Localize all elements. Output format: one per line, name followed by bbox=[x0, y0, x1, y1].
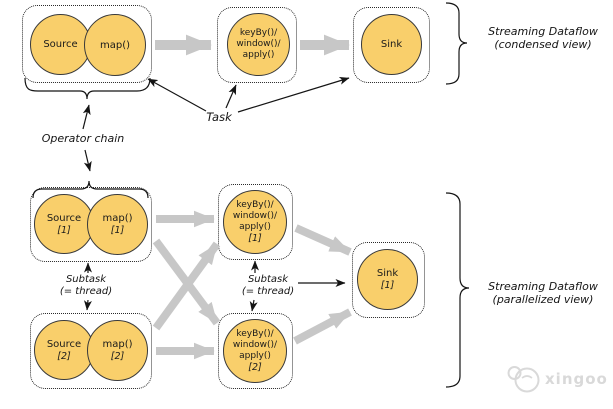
map-1-node: map() [1] bbox=[87, 194, 148, 255]
brace-condensed-view bbox=[445, 2, 468, 85]
keyby-2-label-line1: keyBy()/ bbox=[236, 328, 274, 339]
condensed-sink-node: Sink bbox=[361, 14, 422, 75]
condensed-view-label-line1: Streaming Dataflow bbox=[488, 25, 598, 38]
condensed-keyby-node: keyBy()/ window()/ apply() bbox=[227, 13, 290, 76]
keyby-2-label-line3: apply() bbox=[239, 350, 271, 361]
parallel-sink-subtask-box bbox=[352, 242, 425, 318]
map-1-label: map() bbox=[102, 213, 133, 224]
map-2-node: map() [2] bbox=[87, 320, 148, 381]
subtask1-label: Subtask (= thread) bbox=[36, 274, 136, 297]
keyby-node-label-line1: keyBy()/ bbox=[239, 28, 278, 38]
source-2-label: Source bbox=[46, 338, 82, 350]
watermark: xingoo bbox=[506, 364, 608, 394]
keyby-1-index: [1] bbox=[248, 232, 262, 244]
condensed-view-label-line2: (condensed view) bbox=[494, 37, 592, 51]
dataflow-arrow-s1-to-k2 bbox=[152, 238, 221, 326]
keyby-node-label-line2: window()/ bbox=[236, 39, 281, 49]
source-1-label: Source bbox=[46, 212, 82, 224]
task-pointer-arrow-to-keyby-box bbox=[225, 84, 237, 109]
keyby-2-index: [2] bbox=[248, 361, 262, 373]
keyby-1-label-line2: window()/ bbox=[232, 210, 278, 221]
keyby-1-label-line3: apply() bbox=[239, 221, 271, 232]
dataflow-arrow-s2-to-k1 bbox=[152, 241, 221, 331]
condensed-sink-task-box bbox=[353, 7, 430, 83]
sink-1-index: [1] bbox=[380, 280, 395, 291]
subtask1-label-line1: Subtask bbox=[65, 274, 107, 285]
sink-node-label: Sink bbox=[380, 39, 403, 50]
subtask2-arrow-down bbox=[249, 299, 258, 312]
parallel-source-map-subtask2-box bbox=[30, 313, 152, 389]
dataflow-arrow-k1-to-sink bbox=[294, 224, 352, 256]
brace-parallelized-view bbox=[445, 192, 470, 388]
parallelized-view-label-line2: (parallelized view) bbox=[492, 292, 594, 306]
task-label: Task bbox=[206, 110, 232, 124]
map-2-label: map() bbox=[102, 339, 133, 350]
subtask1-arrow-down bbox=[83, 299, 92, 311]
subtask2-label: Subtask (= thread) bbox=[218, 274, 318, 297]
source-1-node: Source [1] bbox=[34, 194, 94, 254]
parallelized-view-label-line1: Streaming Dataflow bbox=[488, 280, 598, 293]
condensed-source-node: Source bbox=[30, 14, 91, 75]
dataflow-arrow-k2-to-sink bbox=[293, 308, 352, 345]
condensed-map-node: map() bbox=[84, 14, 146, 76]
keyby-2-label-line2: window()/ bbox=[232, 339, 278, 350]
keyby-1-label-line1: keyBy()/ bbox=[236, 199, 274, 210]
parallelized-view-label: Streaming Dataflow (parallelized view) bbox=[474, 280, 612, 306]
source-2-index: [2] bbox=[57, 350, 71, 362]
subtask2-label-line2: (= thread) bbox=[241, 285, 295, 297]
map-node-label: map() bbox=[99, 39, 131, 51]
map-1-index: [1] bbox=[110, 225, 125, 236]
operator-chain-arrow-up bbox=[82, 104, 91, 130]
watermark-text: xingoo bbox=[545, 370, 608, 388]
xingoo-logo-icon bbox=[507, 366, 540, 393]
subtask2-label-line1: Subtask bbox=[247, 274, 289, 285]
keyby-2-node: keyBy()/ window()/ apply() [2] bbox=[223, 319, 287, 383]
condensed-view-label: Streaming Dataflow (condensed view) bbox=[474, 25, 612, 51]
parallel-keyby-subtask1-box bbox=[218, 184, 293, 260]
task-pointer-arrow-to-sink-box bbox=[237, 76, 350, 113]
source-1-index: [1] bbox=[57, 224, 71, 236]
sink-1-label: Sink bbox=[376, 268, 399, 279]
parallel-keyby-subtask2-box bbox=[218, 313, 293, 389]
source-node-label: Source bbox=[43, 39, 78, 50]
keyby-node-label-line3: apply() bbox=[242, 50, 275, 60]
operator-chain-arrow-down bbox=[83, 149, 92, 172]
map-2-index: [2] bbox=[110, 351, 125, 362]
operator-chain-label: Operator chain bbox=[41, 132, 125, 145]
keyby-1-node: keyBy()/ window()/ apply() [1] bbox=[223, 190, 287, 254]
sink-1-node: Sink [1] bbox=[357, 249, 418, 310]
task-pointer-arrow-to-chain-box bbox=[147, 78, 207, 112]
source-2-node: Source [2] bbox=[34, 320, 94, 380]
subtask1-label-line2: (= thread) bbox=[59, 285, 113, 297]
